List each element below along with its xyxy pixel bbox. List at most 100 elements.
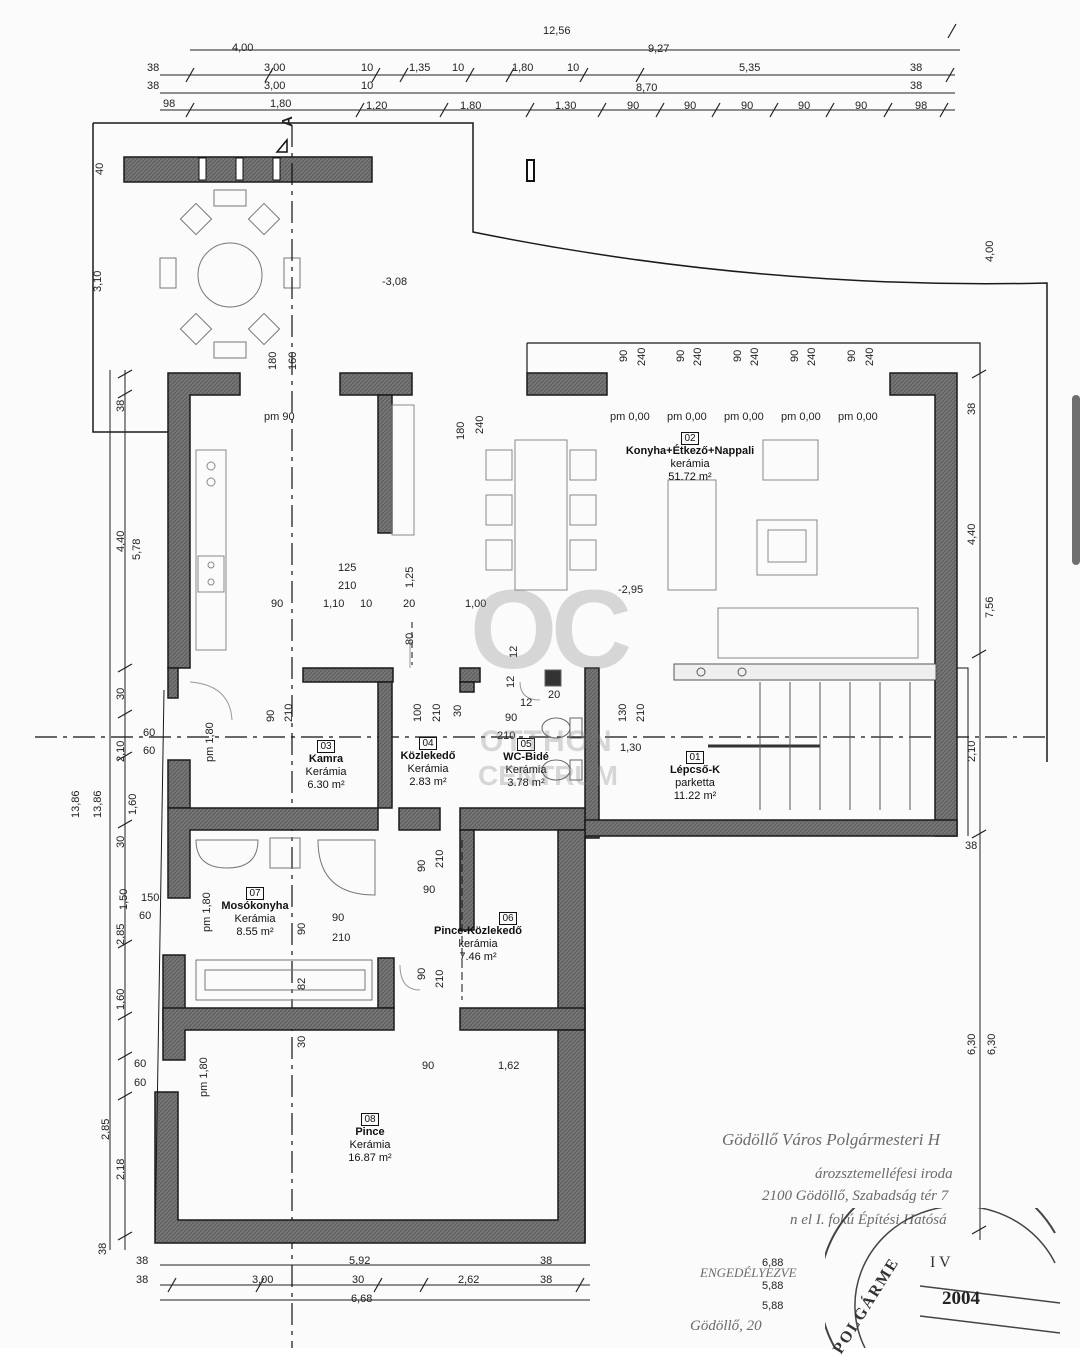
dim-misc: 240 <box>474 415 486 434</box>
dim-misc: 210 <box>434 969 446 988</box>
pm-level: pm 90 <box>264 411 295 423</box>
room-name: Konyha+Étkező+Nappali <box>625 445 755 457</box>
dim-top: 5,35 <box>739 62 761 74</box>
dim-top: 3,00 <box>264 80 286 92</box>
wc-fixtures <box>541 669 583 781</box>
dim-misc: 90 <box>423 884 436 896</box>
room-number: 06 <box>499 912 517 925</box>
terrace-left-edge <box>92 123 168 433</box>
dim-top: 38 <box>910 80 923 92</box>
dim-left: 13,86 <box>70 790 82 818</box>
dim-bottom: 5,88 <box>762 1280 784 1292</box>
room-name: Pince-Közlekedő <box>433 925 523 937</box>
dim-top: 10 <box>361 62 374 74</box>
stamp-line2: ározsztemelléfesi iroda <box>815 1166 953 1182</box>
dim-wall-height: 90 <box>732 349 744 362</box>
dim-misc: 80 <box>404 632 416 645</box>
dim-misc: 160 <box>287 351 299 370</box>
room-area: 6.30 m² <box>307 779 345 791</box>
dim-bottom: 2,62 <box>458 1274 480 1286</box>
dim-right: 38 <box>965 840 978 852</box>
dim-right: 6,30 <box>986 1033 998 1055</box>
dim-wall-height: 90 <box>675 349 687 362</box>
room-number: 03 <box>317 740 335 753</box>
dim-left: 1,60 <box>127 793 139 815</box>
dim-top: 3,00 <box>264 62 286 74</box>
room-number: 08 <box>361 1113 379 1126</box>
dim-left: 2,10 <box>115 740 127 762</box>
dim-left: 60 <box>143 727 156 739</box>
room-area: 51.72 m² <box>668 471 712 483</box>
dim-wall-height: 240 <box>864 347 876 366</box>
dim-top: 4,00 <box>232 42 254 54</box>
room-name: Pince <box>355 1126 385 1138</box>
dim-misc: 90 <box>271 598 284 610</box>
post-marker <box>526 159 535 182</box>
dim-misc: 90 <box>505 712 518 724</box>
dim-bottom-total: 6,68 <box>351 1293 373 1305</box>
dim-misc: 90 <box>332 912 345 924</box>
dim-top: 90 <box>855 100 868 112</box>
dim-terrace-top: 40 <box>94 162 106 175</box>
dim-bottom: 3,00 <box>252 1274 274 1286</box>
dim-misc: 125 <box>338 562 357 574</box>
dim-misc: 210 <box>434 849 446 868</box>
dim-misc: 82 <box>296 977 308 990</box>
room-floor: Kerámia <box>349 1139 391 1151</box>
dim-left: 13,86 <box>92 790 104 818</box>
pm-level: pm 0,00 <box>610 411 650 423</box>
dim-bottom: 38 <box>540 1274 553 1286</box>
room-area: 16.87 m² <box>348 1152 392 1164</box>
dim-misc: 30 <box>452 704 464 717</box>
room-area: 8.55 m² <box>236 926 274 938</box>
pm-level: pm 0,00 <box>781 411 821 423</box>
room-label-pantry: 03 Kamra Kerámia 6.30 m² <box>286 740 366 792</box>
dim-misc: 20 <box>548 689 561 701</box>
dim-left: 60 <box>139 910 152 922</box>
dim-misc: 130 <box>617 703 629 722</box>
dim-misc: 100 <box>412 703 424 722</box>
room-number: 04 <box>419 737 437 750</box>
dim-left: 2,85 <box>115 923 127 945</box>
room-floor: Kerámia <box>305 766 347 778</box>
stamp-line3: 2100 Gödöllő, Szabadság tér 7 <box>762 1188 949 1204</box>
stamp-line4: n el I. fokú Építési Hatósá <box>790 1212 947 1228</box>
dim-left: 60 <box>134 1077 147 1089</box>
dim-right: 7,56 <box>984 596 996 618</box>
dim-left: 1,50 <box>118 888 130 910</box>
dim-misc: 1,10 <box>323 598 345 610</box>
dim-left: 60 <box>134 1058 147 1070</box>
dim-bottom: 38 <box>136 1274 149 1286</box>
dim-left: 38 <box>97 1242 109 1255</box>
dim-top: 38 <box>147 62 160 74</box>
scrollbar-thumb[interactable] <box>1072 395 1080 565</box>
section-marker-arrow <box>275 137 288 153</box>
dim-misc: 210 <box>635 703 647 722</box>
dim-wall-height: 240 <box>749 347 761 366</box>
stairs <box>673 663 937 810</box>
dim-misc: 210 <box>497 730 516 742</box>
dim-left: 4,40 <box>115 530 127 552</box>
stamp-line5: ENGEDÉLYEZVE <box>700 1265 797 1280</box>
dim-left: 2,85 <box>100 1118 112 1140</box>
watermark-line1: OTTHON <box>480 725 613 758</box>
dim-misc: 210 <box>338 580 357 592</box>
seal-year: 2004 <box>942 1288 980 1309</box>
level-interior: -2,95 <box>618 584 644 596</box>
room-label-wc: 05 WC-Bidé Kerámia 3.78 m² <box>486 738 566 790</box>
dim-top: 9,27 <box>648 43 670 55</box>
laundry-fixtures <box>195 837 376 1001</box>
room-name: Közlekedő <box>400 750 456 762</box>
dim-bottom: 38 <box>540 1255 553 1267</box>
walls <box>154 372 958 1244</box>
dim-misc: 90 <box>422 1060 435 1072</box>
room-area: 7.46 m² <box>459 951 497 963</box>
seal-mid-text: I V <box>930 1254 951 1271</box>
dimension-lines <box>109 49 981 1301</box>
dim-left: 30 <box>115 835 127 848</box>
room-label-corridor: 04 Közlekedő Kerámia 2.83 m² <box>388 737 468 789</box>
section-marker-label: A <box>278 116 296 127</box>
pm-level: pm 0,00 <box>667 411 707 423</box>
